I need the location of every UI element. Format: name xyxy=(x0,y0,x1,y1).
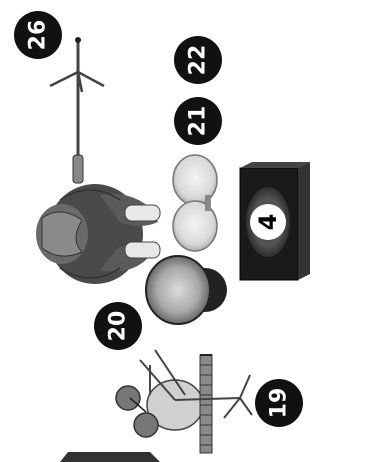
badge-26: 26 xyxy=(14,11,62,59)
svg-text:26: 26 xyxy=(26,20,51,51)
svg-text:19: 19 xyxy=(267,388,292,419)
badge-4: 4 xyxy=(250,204,286,240)
badge-19: 19 xyxy=(255,379,303,427)
conga-drum-icon xyxy=(146,256,227,324)
svg-text:22: 22 xyxy=(186,45,211,76)
bongo-drums-icon xyxy=(173,155,217,251)
drummer-figure-icon xyxy=(36,184,160,284)
badge-22: 22 xyxy=(174,36,222,84)
svg-text:21: 21 xyxy=(186,106,211,137)
svg-text:20: 20 xyxy=(106,311,131,342)
mic-stand-icon xyxy=(50,37,104,183)
badge-20: 20 xyxy=(94,302,142,350)
badge-21: 21 xyxy=(174,97,222,145)
partial-amp-icon xyxy=(60,452,160,462)
percussion-setup-icon xyxy=(116,350,252,453)
svg-text:4: 4 xyxy=(254,214,282,231)
